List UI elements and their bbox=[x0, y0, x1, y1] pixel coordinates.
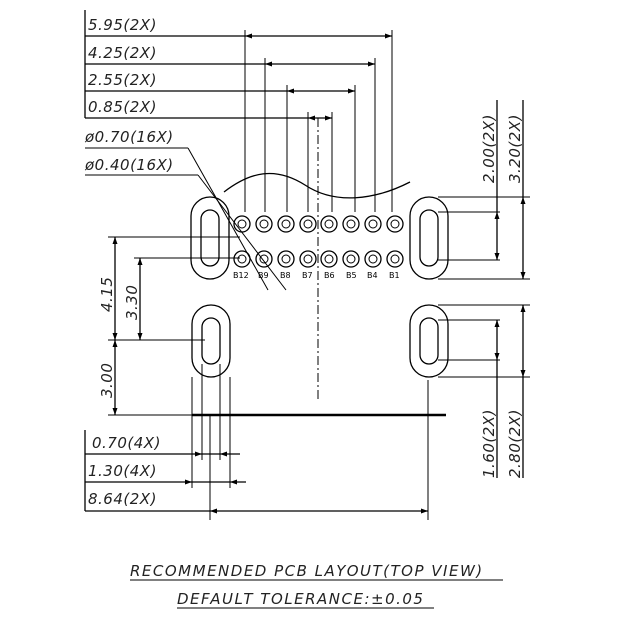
pad-outline bbox=[364, 250, 382, 268]
drill-hole bbox=[390, 219, 400, 229]
hole-callouts: ø0.70(16X) ø0.40(16X) bbox=[84, 128, 287, 291]
top-dimension-group: 5.95(2X) 4.25(2X) 2.55(2X) 0.85(2X) bbox=[84, 10, 393, 212]
pad-outline bbox=[233, 215, 251, 233]
pin-label: B12 bbox=[233, 271, 249, 280]
drill-hole bbox=[303, 219, 313, 229]
slot-outline bbox=[190, 196, 230, 280]
dim-255-label: 2.55(2X) bbox=[88, 71, 157, 89]
dim-595-label: 5.95(2X) bbox=[88, 16, 157, 34]
slot-outline bbox=[409, 304, 449, 378]
pin-label: B9 bbox=[258, 271, 269, 280]
dim-300-label: 3.00 bbox=[98, 363, 116, 398]
pad-outline bbox=[299, 250, 317, 268]
slot-hole bbox=[201, 317, 221, 365]
drill-hole bbox=[259, 254, 269, 264]
pad-outline bbox=[342, 215, 360, 233]
slot-hole bbox=[419, 209, 439, 267]
dim-slot-070-label: 0.70(4X) bbox=[92, 434, 161, 452]
drill-hole bbox=[346, 219, 356, 229]
mounting-slots bbox=[190, 196, 449, 378]
pad-outline bbox=[320, 250, 338, 268]
drill-hole bbox=[281, 219, 291, 229]
pin-holes bbox=[233, 215, 404, 268]
dim-864-label: 8.64(2X) bbox=[88, 490, 157, 508]
pin-label-group: B12 B9 B8 B7 B6 B5 B4 B1 bbox=[233, 271, 400, 280]
dim-160-label: 1.60(2X) bbox=[480, 409, 498, 478]
pad-outline bbox=[364, 215, 382, 233]
dim-425-label: 4.25(2X) bbox=[88, 44, 157, 62]
drill-hole bbox=[390, 254, 400, 264]
slot-outline bbox=[409, 196, 449, 280]
drill-hole bbox=[259, 219, 269, 229]
drill-hole bbox=[237, 254, 247, 264]
hole-040-label: ø0.40(16X) bbox=[84, 156, 174, 174]
pad-outline bbox=[233, 250, 251, 268]
drill-hole bbox=[368, 219, 378, 229]
drill-hole bbox=[237, 219, 247, 229]
pin-label: B7 bbox=[302, 271, 313, 280]
dim-200-label: 2.00(2X) bbox=[480, 114, 498, 183]
pad-outline bbox=[255, 215, 273, 233]
drill-hole bbox=[324, 219, 334, 229]
pad-outline bbox=[255, 250, 273, 268]
bottom-dimension-group: 0.70(4X) 1.30(4X) 8.64(2X) bbox=[84, 364, 429, 520]
pad-outline bbox=[277, 215, 295, 233]
drill-hole bbox=[281, 254, 291, 264]
drill-hole bbox=[368, 254, 378, 264]
pad-outline bbox=[277, 250, 295, 268]
slot-hole bbox=[419, 317, 439, 365]
break-line bbox=[223, 172, 411, 199]
pin-label: B1 bbox=[389, 271, 400, 280]
slot-hole bbox=[200, 209, 220, 267]
pin-label: B6 bbox=[324, 271, 335, 280]
dim-280-label: 2.80(2X) bbox=[506, 409, 524, 478]
caption-tolerance: DEFAULT TOLERANCE:±0.05 bbox=[177, 590, 424, 608]
pad-outline bbox=[342, 250, 360, 268]
slot-outline bbox=[191, 304, 231, 378]
pin-label: B4 bbox=[367, 271, 378, 280]
pad-outline bbox=[299, 215, 317, 233]
pad-outline bbox=[386, 215, 404, 233]
dim-slot-130-label: 1.30(4X) bbox=[88, 462, 157, 480]
dim-415-label: 4.15 bbox=[98, 277, 116, 312]
dim-085-label: 0.85(2X) bbox=[88, 98, 157, 116]
dim-330-label: 3.30 bbox=[123, 285, 141, 320]
drill-hole bbox=[324, 254, 334, 264]
drill-hole bbox=[303, 254, 313, 264]
dim-320-label: 3.20(2X) bbox=[506, 114, 524, 183]
caption-title: RECOMMENDED PCB LAYOUT(TOP VIEW) bbox=[130, 562, 484, 580]
right-dimension-group: 2.00(2X) 3.20(2X) 1.60(2X) 2.80(2X) bbox=[438, 100, 530, 478]
drill-hole bbox=[346, 254, 356, 264]
pin-label: B8 bbox=[280, 271, 291, 280]
left-dimension-group: 4.15 3.30 3.00 bbox=[98, 236, 240, 416]
pin-label: B5 bbox=[346, 271, 357, 280]
caption: RECOMMENDED PCB LAYOUT(TOP VIEW) DEFAULT… bbox=[130, 562, 503, 609]
hole-070-label: ø0.70(16X) bbox=[84, 128, 174, 146]
pad-outline bbox=[386, 250, 404, 268]
pad-outline bbox=[320, 215, 338, 233]
